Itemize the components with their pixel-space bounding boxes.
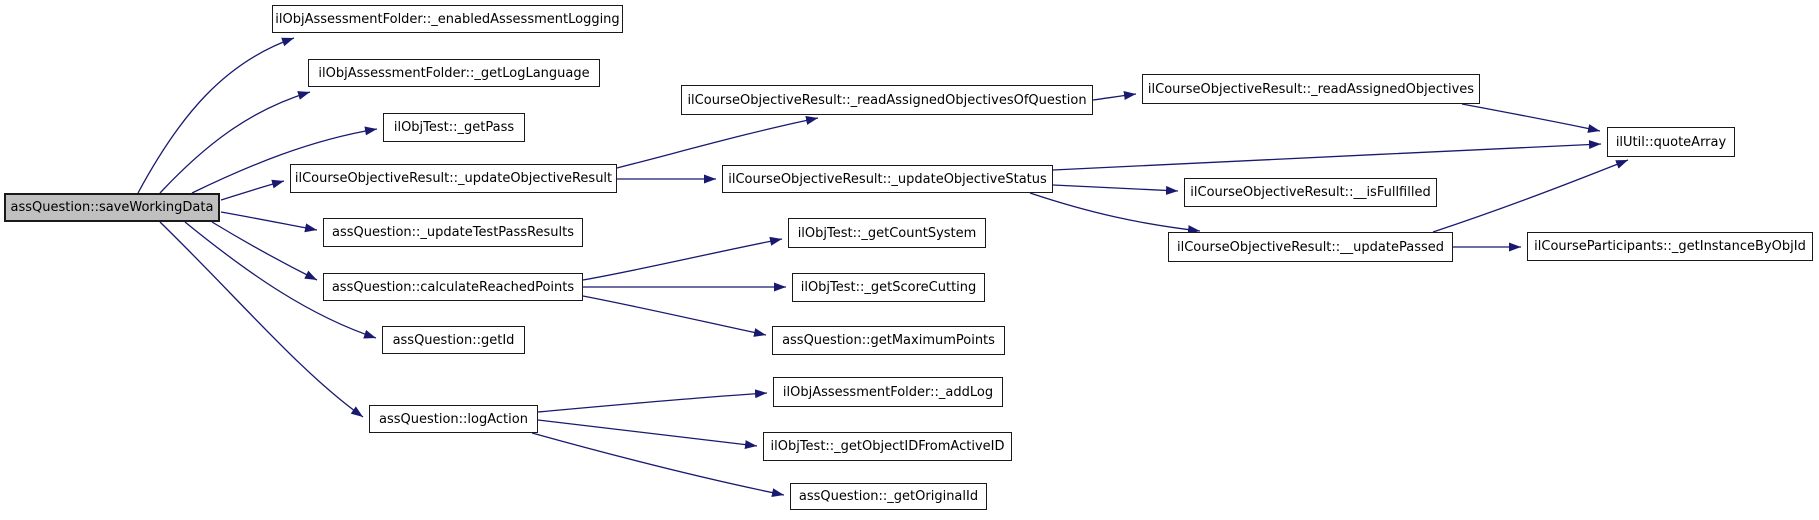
edge-saveWorkingData-to-getId [184,221,377,339]
node-readAssignedObjectivesOfQuestion[interactable]: ilCourseObjectiveResult::_readAssignedOb… [681,85,1093,115]
node-getScoreCutting[interactable]: ilObjTest::_getScoreCutting [792,273,985,302]
node-quoteArray[interactable]: ilUtil::quoteArray [1607,127,1735,157]
node-updateTestPassResults[interactable]: assQuestion::_updateTestPassResults [323,218,583,247]
edge-saveWorkingData-to-getLogLanguage [159,91,311,194]
edge-saveWorkingData-to-updateObjectiveResult [220,179,285,201]
edge-saveWorkingData-to-updateTestPassResults [220,211,318,233]
node-getPass[interactable]: ilObjTest::_getPass [383,113,525,142]
edge-calculateReachedPoints-to-getMaximumPoints [582,295,767,337]
edge-saveWorkingData-to-enabledAssessmentLogging [137,37,295,194]
node-getMaximumPoints[interactable]: assQuestion::getMaximumPoints [772,326,1005,355]
edge-logAction-to-getOriginalId [531,432,785,498]
node-getInstanceByObjId[interactable]: ilCourseParticipants::_getInstanceByObjI… [1527,232,1813,261]
edge-saveWorkingData-to-logAction [159,221,364,418]
node-calculateReachedPoints[interactable]: assQuestion::calculateReachedPoints [323,273,583,301]
node-enabledAssessmentLogging[interactable]: ilObjAssessmentFolder::_enabledAssessmen… [272,5,623,33]
edge-readAssignedObjectivesOfQuestion-to-readAssignedObjectives [1092,91,1137,101]
node-updatePassed[interactable]: ilCourseObjectiveResult::__updatePassed [1168,232,1453,262]
edge-updateObjectiveStatus-to-quoteArray [1052,140,1602,171]
node-getOriginalId[interactable]: assQuestion::_getOriginalId [790,483,987,510]
edge-updateObjectiveResult-to-readAssignedObjectivesOfQuestion [616,116,819,169]
node-readAssignedObjectives[interactable]: ilCourseObjectiveResult::_readAssignedOb… [1142,74,1480,104]
node-getCountSystem[interactable]: ilObjTest::_getCountSystem [788,218,986,248]
node-getLogLanguage[interactable]: ilObjAssessmentFolder::_getLogLanguage [308,59,600,87]
edge-updateObjectiveStatus-to-isFullfilled [1052,184,1179,195]
node-updateObjectiveStatus[interactable]: ilCourseObjectiveResult::_updateObjectiv… [722,165,1053,193]
edge-logAction-to-getObjectIDFromActiveID [537,419,758,450]
edge-updatePassed-to-quoteArray [1432,159,1629,233]
node-isFullfilled[interactable]: ilCourseObjectiveResult::__isFullfilled [1184,178,1437,207]
edge-updateObjectiveStatus-to-updatePassed [1029,192,1201,235]
node-getObjectIDFromActiveID[interactable]: ilObjTest::_getObjectIDFromActiveID [763,432,1012,461]
edge-readAssignedObjectives-to-quoteArray [1461,103,1601,133]
edge-saveWorkingData-to-getPass [191,126,378,194]
node-saveWorkingData[interactable]: assQuestion::saveWorkingData [4,193,220,222]
node-getId[interactable]: assQuestion::getId [382,326,525,354]
node-addLog[interactable]: ilObjAssessmentFolder::_addLog [773,377,1003,407]
edge-calculateReachedPoints-to-getCountSystem [582,236,783,281]
node-logAction[interactable]: assQuestion::logAction [369,405,538,433]
node-updateObjectiveResult[interactable]: ilCourseObjectiveResult::_updateObjectiv… [290,164,617,193]
edge-saveWorkingData-to-calculateReachedPoints [211,221,318,281]
edge-logAction-to-addLog [537,389,768,413]
